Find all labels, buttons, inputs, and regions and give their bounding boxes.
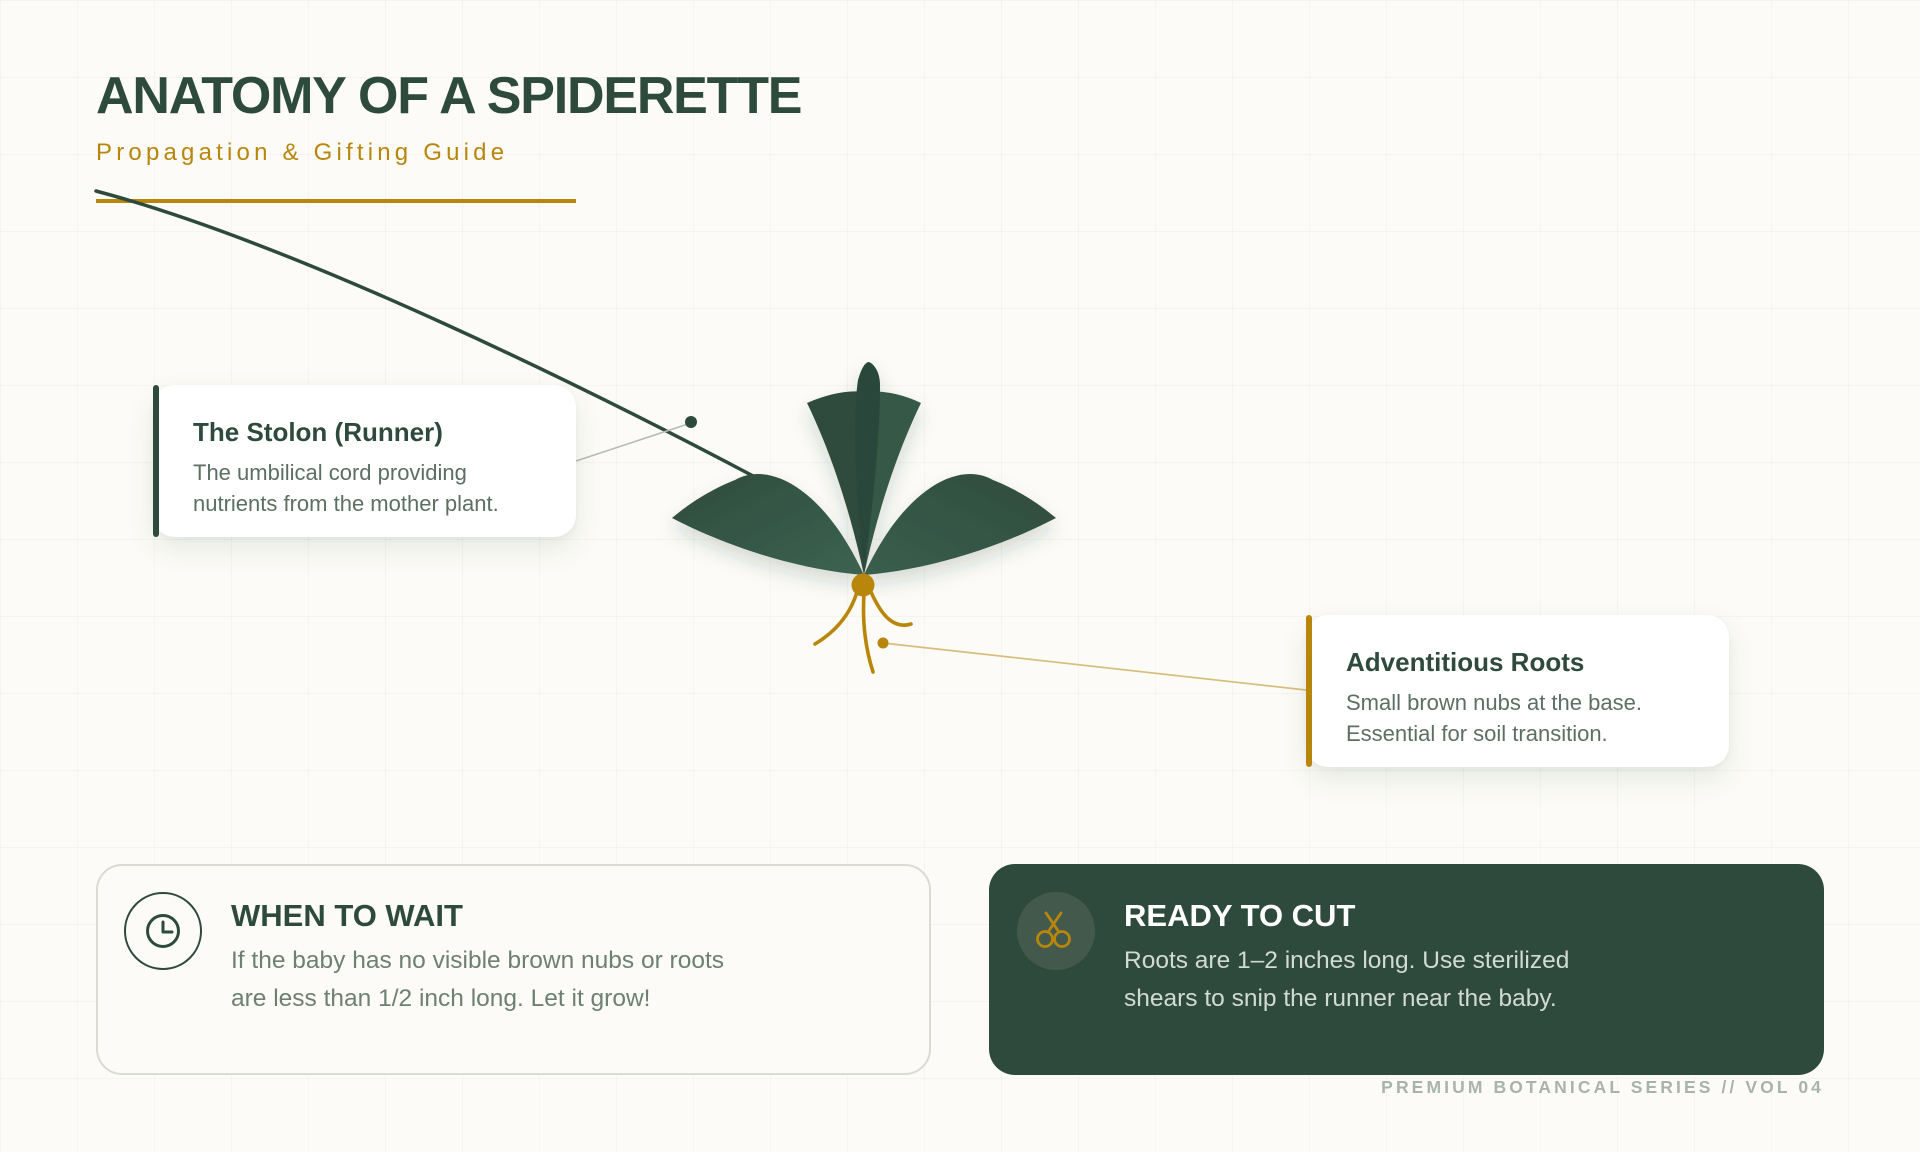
stolon-runner <box>94 189 757 479</box>
back-leaf-left <box>807 391 866 575</box>
spiderette-leaves <box>672 362 1056 575</box>
center-leaf <box>855 362 880 575</box>
right-leaf <box>864 474 1056 575</box>
scissors-icon <box>1036 911 1071 948</box>
callout-body: Small brown nubs at the base. Essential … <box>1346 690 1642 746</box>
root-center <box>861 592 875 674</box>
callout-body: The umbilical cord providing nutrients f… <box>193 460 499 516</box>
callout-title: The Stolon (Runner) <box>193 417 443 447</box>
adventitious-roots <box>813 590 913 674</box>
crown-node <box>851 573 875 597</box>
card-title: READY TO CUT <box>1124 898 1356 933</box>
when-to-wait-card: WHEN TO WAIT If the baby has no visible … <box>96 864 931 1075</box>
ready-to-cut-card: READY TO CUT Roots are 1–2 inches long. … <box>989 864 1824 1075</box>
clock-icon <box>146 914 180 948</box>
card-title: WHEN TO WAIT <box>231 898 463 933</box>
callout-stolon: The Stolon (Runner) The umbilical cord p… <box>153 385 576 537</box>
root-left <box>813 590 859 646</box>
callout-title: Adventitious Roots <box>1346 647 1585 677</box>
page-title: ANATOMY OF A SPIDERETTE <box>96 67 802 125</box>
callout-accent-bar <box>1306 615 1312 767</box>
clock-icon-badge <box>124 892 202 970</box>
page-subtitle: Propagation & Gifting Guide <box>96 139 509 166</box>
root-right <box>869 590 913 627</box>
roots-marker-dot <box>877 637 889 649</box>
callout-accent-bar <box>153 385 159 537</box>
stolon-connector-line <box>575 422 692 462</box>
card-body: Roots are 1–2 inches long. Use sterilize… <box>1124 947 1570 1012</box>
series-footer: PREMIUM BOTANICAL SERIES // VOL 04 <box>1381 1077 1824 1097</box>
title-divider <box>96 199 576 203</box>
roots-connector-line <box>882 642 1307 691</box>
scissors-icon-badge <box>1017 892 1095 970</box>
left-leaf <box>672 474 864 575</box>
callout-roots: Adventitious Roots Small brown nubs at t… <box>1306 615 1729 767</box>
stolon-marker-dot <box>685 416 697 428</box>
card-body: If the baby has no visible brown nubs or… <box>231 947 725 1012</box>
